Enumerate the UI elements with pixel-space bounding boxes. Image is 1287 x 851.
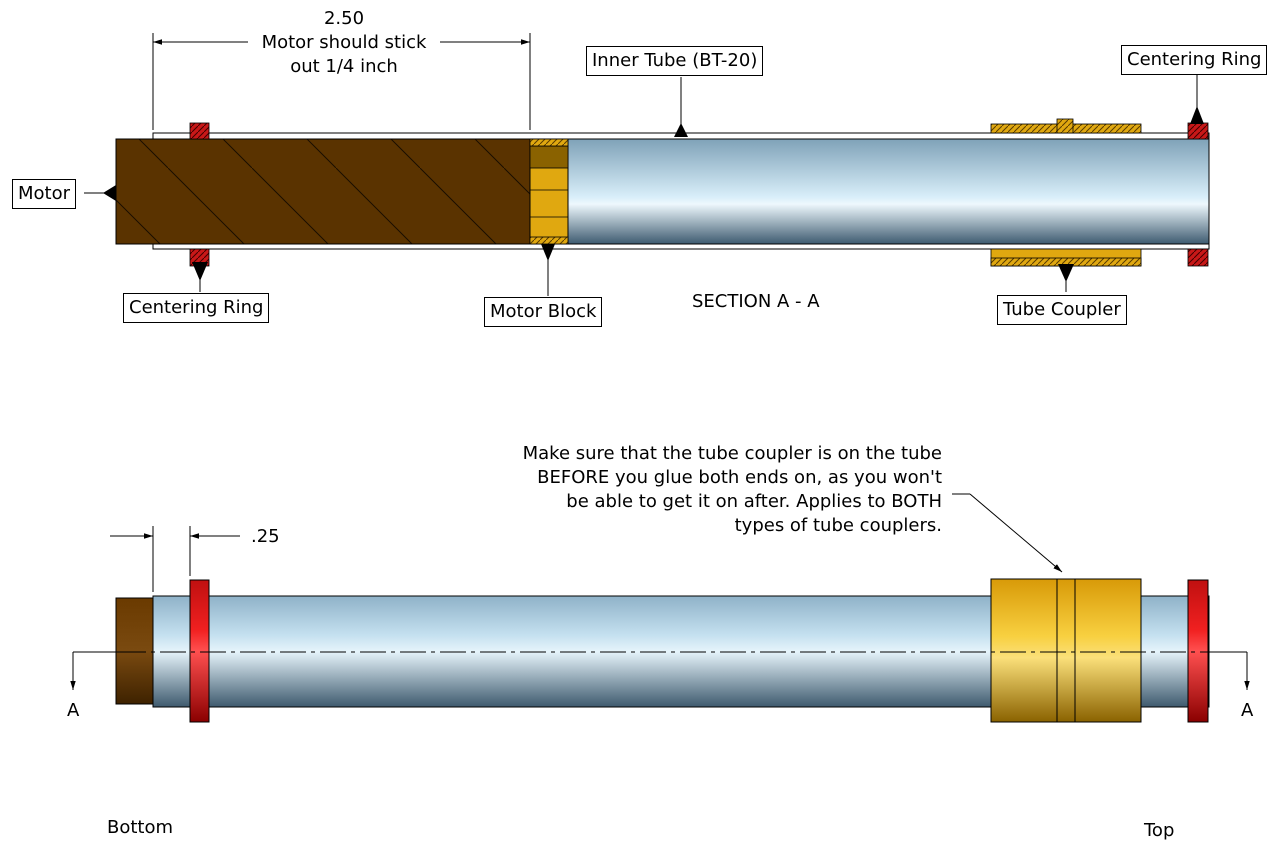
note-line-4: types of tube couplers. bbox=[734, 515, 942, 536]
centering-ring-top-callout: Centering Ring bbox=[1121, 45, 1268, 75]
section-title: SECTION A - A bbox=[692, 291, 820, 312]
tube-coupler-callout: Tube Coupler bbox=[997, 295, 1127, 325]
centering-ring-section-bottom-upper bbox=[189, 122, 210, 140]
centering-ring-section-top-lower bbox=[1187, 248, 1209, 267]
centering-ring-section-top-upper bbox=[1187, 122, 1209, 140]
section-view bbox=[84, 33, 1210, 296]
section-marker-right: A bbox=[1241, 700, 1254, 721]
centering-ring-elevation-bottom bbox=[189, 579, 210, 723]
note-line-2: BEFORE you glue both ends on, as you won… bbox=[537, 467, 942, 488]
motor-elevation bbox=[115, 597, 154, 705]
end-label-top: Top bbox=[1144, 820, 1175, 841]
inner-tube-callout: Inner Tube (BT-20) bbox=[586, 46, 764, 76]
centering-ring-bottom-callout: Centering Ring bbox=[123, 293, 270, 323]
note-line-3: be able to get it on after. Applies to B… bbox=[566, 491, 942, 512]
inner-tube-wall-bottom bbox=[152, 243, 1210, 250]
motor-section bbox=[115, 138, 531, 245]
end-label-bottom: Bottom bbox=[107, 817, 174, 838]
section-marker-left: A bbox=[67, 700, 80, 721]
dimension-value: 2.50 bbox=[323, 8, 365, 29]
dimension-note-line1: Motor should stick bbox=[261, 32, 427, 53]
tube-coupler-band bbox=[1056, 578, 1076, 723]
elevation-view bbox=[70, 493, 1250, 723]
note-line-1: Make sure that the tube coupler is on th… bbox=[522, 443, 942, 464]
dimension-note-line2: out 1/4 inch bbox=[290, 56, 398, 77]
dimension-value-small: .25 bbox=[251, 526, 280, 547]
inner-tube-section bbox=[567, 138, 1210, 245]
motor-callout: Motor bbox=[12, 179, 77, 209]
centering-ring-elevation-top bbox=[1187, 579, 1209, 723]
motor-block-callout: Motor Block bbox=[484, 297, 603, 327]
